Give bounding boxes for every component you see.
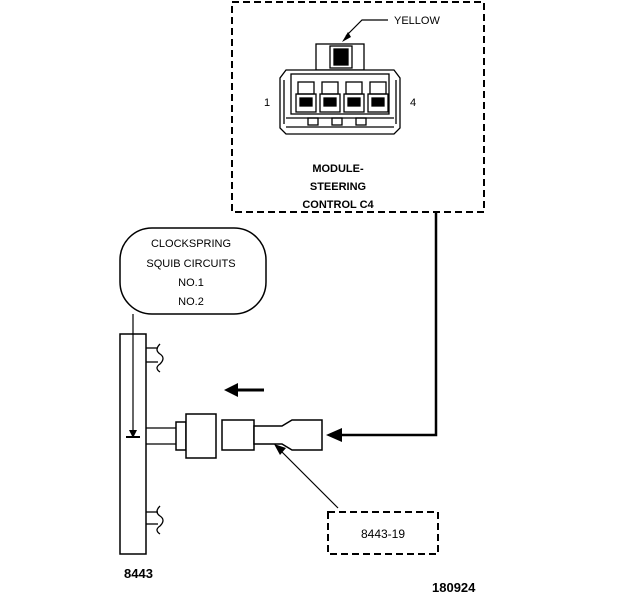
- yellow-label: YELLOW: [394, 15, 440, 27]
- adapter-leader-arrowhead: [274, 444, 286, 455]
- adapter-leader-line: [281, 451, 339, 509]
- connect-direction-arrow: [224, 383, 264, 397]
- upper-wire-stub: [146, 343, 164, 373]
- clockspring-label-line-4: NO.2: [178, 296, 204, 308]
- module-label-line-1: MODULE-: [312, 163, 364, 175]
- pin-1-label: 1: [264, 97, 270, 109]
- c4-connector-drawing: [279, 43, 401, 135]
- adapter-label: 8443-19: [361, 527, 405, 541]
- adapter-8443-19: [221, 419, 323, 451]
- module-to-adapter-wire: [342, 212, 438, 437]
- yellow-leader-line: [345, 19, 388, 37]
- lower-wire-stub: [146, 505, 164, 535]
- module-label-line-2: STEERING: [310, 181, 366, 193]
- clockspring-label-line-1: CLOCKSPRING: [151, 238, 231, 250]
- tool-8443-label: 8443: [124, 566, 153, 581]
- module-label-line-3: CONTROL C4: [302, 199, 374, 211]
- clockspring-box: [119, 227, 267, 315]
- module-steering-control-box: [231, 1, 485, 213]
- yellow-leader-arrowhead: [342, 32, 351, 42]
- clockspring-label-line-2: SQUIB CIRCUITS: [146, 258, 235, 270]
- figure-number: 180924: [432, 580, 476, 595]
- tool-side-connector: [175, 413, 217, 459]
- adapter-label-box: [327, 511, 439, 555]
- clockspring-label-line-3: NO.1: [178, 277, 204, 289]
- clockspring-arrowhead: [129, 430, 137, 438]
- pin-4-label: 4: [410, 97, 416, 109]
- module-wire-arrowhead: [326, 428, 342, 442]
